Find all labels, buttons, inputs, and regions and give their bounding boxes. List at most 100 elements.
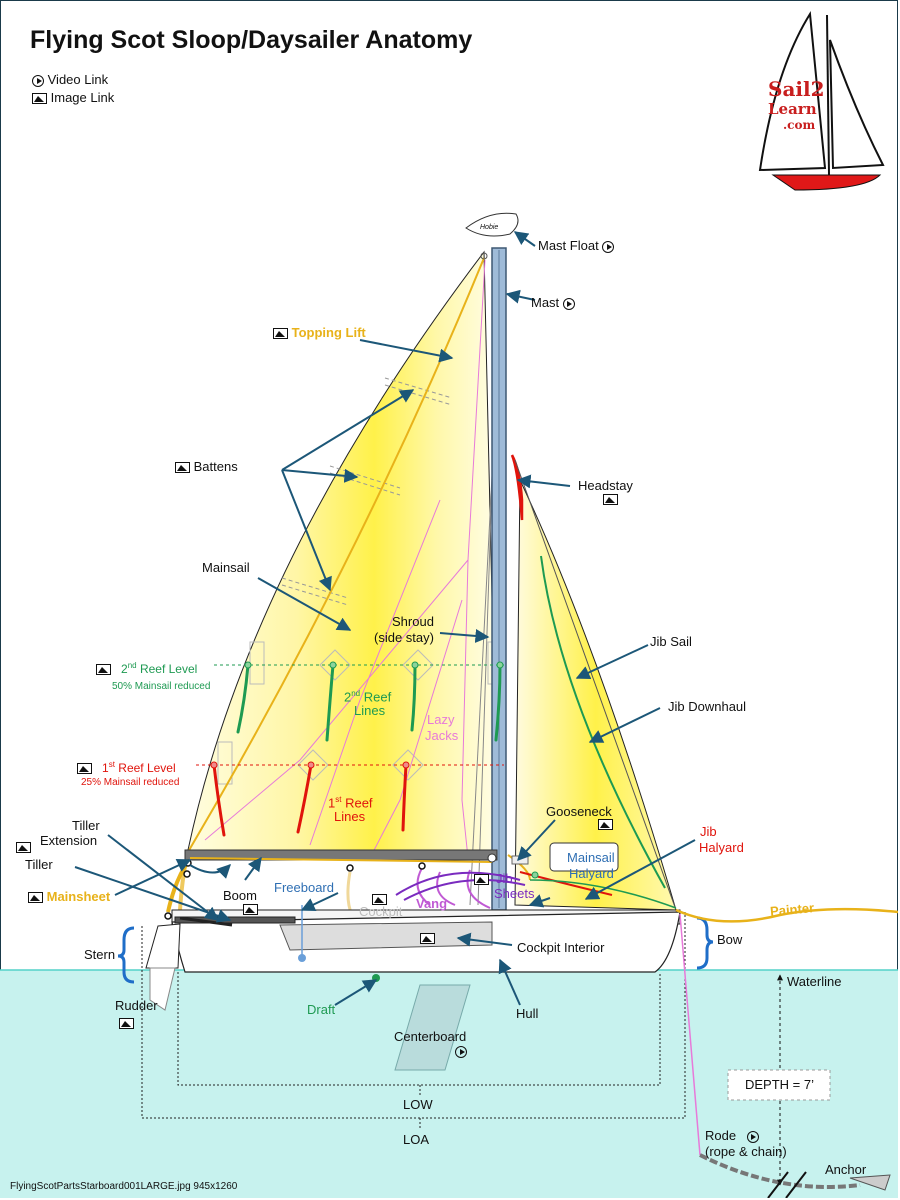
anchor-label: Anchor bbox=[825, 1162, 867, 1177]
reef1-level-label[interactable]: 1st Reef Level bbox=[77, 757, 176, 776]
reef2-level-label[interactable]: 2nd Reef Level bbox=[96, 658, 197, 677]
cockpit-interior-shape bbox=[279, 921, 493, 951]
image-link-icon[interactable] bbox=[96, 664, 111, 676]
image-link-icon[interactable] bbox=[16, 842, 31, 853]
sail2learn-logo bbox=[758, 10, 885, 191]
mainsail-shape bbox=[187, 250, 499, 859]
jib-sheets-label: Jib bbox=[496, 871, 513, 886]
logo-line1: Sail2 bbox=[768, 77, 825, 101]
depth-label: DEPTH = 7’ bbox=[745, 1077, 814, 1092]
reef2-lines-label-2: Lines bbox=[354, 703, 386, 718]
image-link-icon[interactable] bbox=[474, 874, 489, 885]
reef2-lines-label: 2nd Reef bbox=[344, 689, 392, 705]
draft-label: Draft bbox=[307, 1002, 336, 1017]
rudder-label: Rudder bbox=[115, 998, 158, 1013]
stern-label: Stern bbox=[84, 947, 116, 962]
image-link-icon[interactable] bbox=[603, 494, 618, 505]
image-link-icon[interactable] bbox=[243, 904, 258, 915]
rode-line bbox=[679, 913, 701, 1156]
reef1-note: 25% Mainsail reduced bbox=[81, 777, 180, 788]
reef1-lines bbox=[212, 763, 408, 837]
reef2-lines bbox=[236, 663, 502, 742]
mainsheet-label[interactable]: Mainsheet bbox=[28, 889, 110, 904]
image-link-icon[interactable] bbox=[119, 1018, 134, 1029]
play-circle-icon[interactable] bbox=[562, 297, 575, 310]
gooseneck-label: Gooseneck bbox=[546, 804, 612, 819]
headstay-label: Headstay bbox=[578, 478, 633, 493]
boom-label: Boom bbox=[223, 888, 257, 903]
legend-image: Image Link bbox=[32, 90, 114, 105]
low-label: LOW bbox=[403, 1097, 433, 1112]
mainsail-halyard-label-2: Halyard bbox=[569, 866, 614, 881]
topping-lift-label[interactable]: Topping Lift bbox=[273, 325, 366, 340]
depth-box bbox=[727, 1069, 831, 1101]
jib-sail-label: Jib Sail bbox=[650, 634, 692, 649]
painter-line bbox=[675, 907, 898, 923]
lazy-jacks-lines bbox=[204, 259, 486, 859]
freeboard-label: Freeboard bbox=[274, 880, 334, 895]
jib-halyard-line bbox=[519, 871, 613, 896]
mast-label[interactable]: Mast bbox=[531, 295, 575, 310]
tiller-extension-label: Tiller bbox=[72, 818, 100, 833]
cockpit-interior-label: Cockpit Interior bbox=[517, 940, 605, 955]
jib-halyard-label-2: Halyard bbox=[699, 840, 744, 855]
mainsail-halyard-box bbox=[549, 842, 619, 872]
rode-label[interactable]: Rode bbox=[705, 1128, 759, 1143]
vang-label: Vang bbox=[416, 896, 448, 911]
play-circle-icon bbox=[32, 74, 44, 87]
jib-sail-shape bbox=[514, 479, 677, 911]
mainsail-label: Mainsail bbox=[202, 560, 250, 575]
legend-video: Video Link bbox=[32, 72, 108, 87]
logo-line2: Learn bbox=[768, 100, 817, 118]
jib-sheets-label-2: Sheets bbox=[494, 886, 535, 901]
jib-downhaul-line bbox=[540, 555, 666, 889]
image-link-icon[interactable] bbox=[175, 462, 190, 474]
mast-float-shape bbox=[465, 212, 519, 237]
hull-label: Hull bbox=[516, 1006, 539, 1021]
tiller-bar bbox=[174, 916, 296, 924]
rudder-blade bbox=[149, 967, 176, 1011]
tiller-extension-bar bbox=[179, 916, 233, 927]
image-link-icon[interactable] bbox=[420, 933, 435, 944]
mainsail-halyard-label: Mainsail bbox=[567, 850, 615, 865]
shroud-sub-label: (side stay) bbox=[374, 630, 434, 645]
bow-brace bbox=[696, 916, 714, 970]
page-title: Flying Scot Sloop/Daysailer Anatomy bbox=[30, 26, 473, 54]
waterline-label: Waterline bbox=[787, 974, 842, 989]
image-link-icon[interactable] bbox=[598, 819, 613, 830]
footer-filename: FlyingScotPartsStarboard001LARGE.jpg 945… bbox=[10, 1181, 238, 1192]
image-link-icon[interactable] bbox=[273, 328, 288, 340]
cockpit-label: Cockpit bbox=[359, 904, 403, 919]
lazy-jacks-label-2: Jacks bbox=[425, 728, 459, 743]
mast-float-label[interactable]: Mast Float bbox=[538, 238, 615, 253]
jib-downhaul-label: Jib Downhaul bbox=[668, 699, 747, 714]
image-link-icon[interactable] bbox=[77, 763, 92, 775]
legend-image-label: Image Link bbox=[50, 90, 115, 105]
tiller-label: Tiller bbox=[25, 857, 53, 872]
loa-label: LOA bbox=[403, 1132, 430, 1147]
logo-line3: .com bbox=[783, 118, 816, 132]
battens-marks bbox=[281, 377, 453, 606]
legend-video-label: Video Link bbox=[47, 72, 109, 87]
reef1-lines-label-2: Lines bbox=[334, 809, 366, 824]
image-link-icon[interactable] bbox=[372, 894, 387, 905]
hobie-text: Hobie bbox=[480, 224, 499, 231]
play-circle-icon[interactable] bbox=[746, 1130, 759, 1143]
play-circle-icon[interactable] bbox=[455, 1046, 467, 1058]
centerboard-shape bbox=[394, 984, 471, 1071]
headstay-line bbox=[510, 454, 524, 521]
topping-lift-line bbox=[187, 257, 485, 853]
centerboard-label: Centerboard bbox=[394, 1029, 467, 1044]
jib-halyard-label: Jib bbox=[700, 824, 717, 839]
reef2-note: 50% Mainsail reduced bbox=[112, 681, 211, 692]
image-link-icon bbox=[32, 93, 47, 105]
reef1-lines-label: 1st Reef bbox=[328, 795, 373, 811]
rode-sub-label: (rope & chain) bbox=[705, 1144, 787, 1159]
stern-brace bbox=[117, 926, 135, 984]
image-link-icon[interactable] bbox=[28, 892, 43, 904]
play-circle-icon[interactable] bbox=[602, 240, 615, 253]
bow-label: Bow bbox=[717, 932, 743, 947]
battens-label[interactable]: Battens bbox=[175, 459, 238, 474]
loa-bracket bbox=[141, 912, 686, 1119]
annotation-arrows bbox=[74, 231, 696, 1006]
